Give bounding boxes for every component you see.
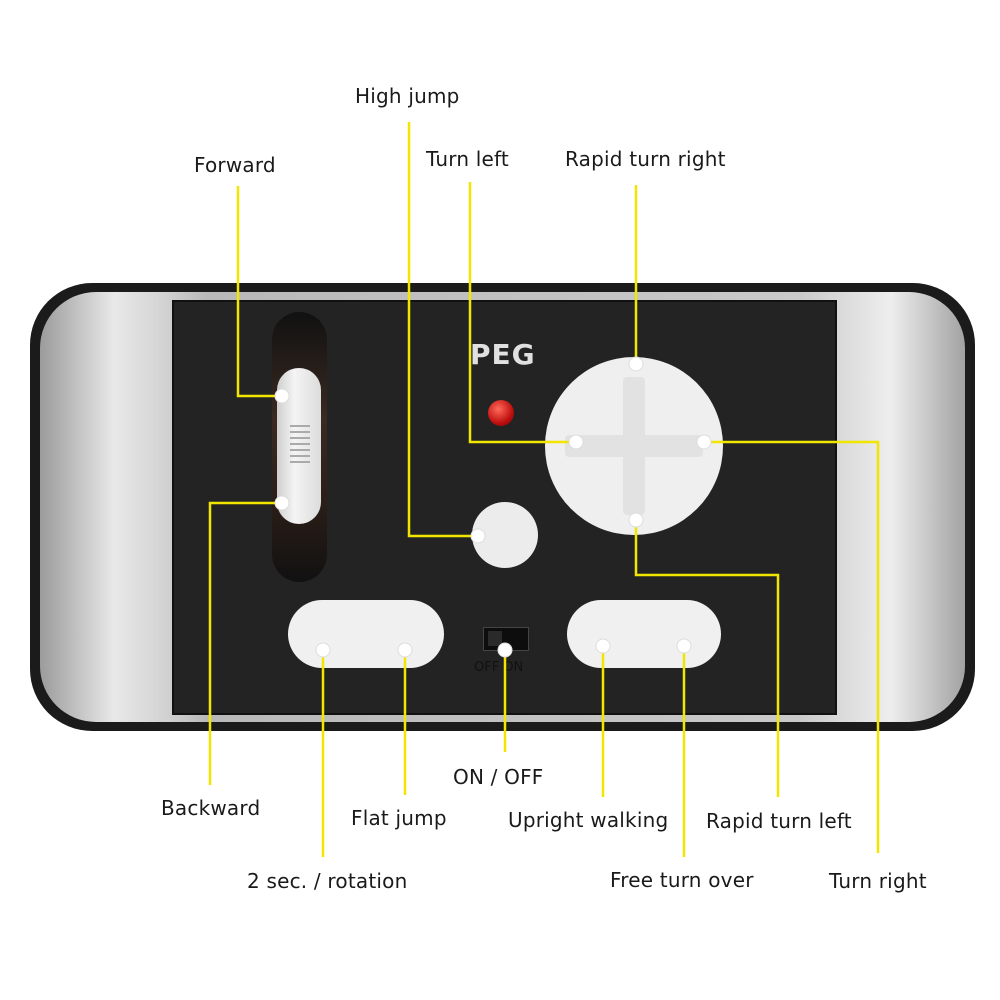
leader-turn-right-dot	[696, 434, 712, 450]
brand-logo: PEG	[470, 338, 536, 371]
leader-backward	[208, 501, 282, 785]
leader-on-off-dot	[497, 642, 513, 658]
leader-turn-left-dot	[568, 434, 584, 450]
label-forward: Forward	[194, 153, 276, 177]
power-switch-knob	[488, 631, 502, 646]
power-switch-label: OFF ON	[474, 660, 524, 675]
label-rapid-turn-right: Rapid turn right	[565, 147, 726, 171]
label-flat-jump: Flat jump	[351, 806, 447, 830]
label-turn-right: Turn right	[829, 869, 927, 893]
leader-rapid-turn-left	[634, 520, 780, 797]
slider-grip	[290, 425, 310, 465]
leader-backward-dot	[274, 495, 290, 511]
leader-high-jump	[407, 122, 478, 538]
label-rapid-turn-left: Rapid turn left	[706, 809, 852, 833]
leader-turn-right	[704, 440, 880, 853]
leader-forward	[236, 186, 282, 398]
label-free-turn-over: Free turn over	[610, 868, 754, 892]
leader-forward-dot	[274, 388, 290, 404]
leader-turn-left	[468, 182, 576, 444]
leader-high-jump-dot	[470, 528, 486, 544]
label-upright-walking: Upright walking	[508, 808, 669, 832]
right-pill-button	[567, 600, 721, 668]
leader-2-sec-rotation-dot	[315, 642, 331, 658]
leader-free-turn-over-dot	[676, 638, 692, 654]
label-turn-left: Turn left	[426, 147, 509, 171]
label-2-sec-rotation: 2 sec. / rotation	[247, 869, 408, 893]
label-high-jump: High jump	[355, 84, 460, 108]
left-pill-button	[288, 600, 444, 668]
leader-upright-walking-dot	[595, 638, 611, 654]
dpad-cross-vertical	[623, 377, 645, 515]
leader-rapid-turn-right-dot	[628, 356, 644, 372]
leader-rapid-turn-left-dot	[628, 512, 644, 528]
label-on-off: ON / OFF	[453, 765, 544, 789]
power-led	[488, 400, 514, 426]
label-backward: Backward	[161, 796, 261, 820]
leader-flat-jump-dot	[397, 642, 413, 658]
